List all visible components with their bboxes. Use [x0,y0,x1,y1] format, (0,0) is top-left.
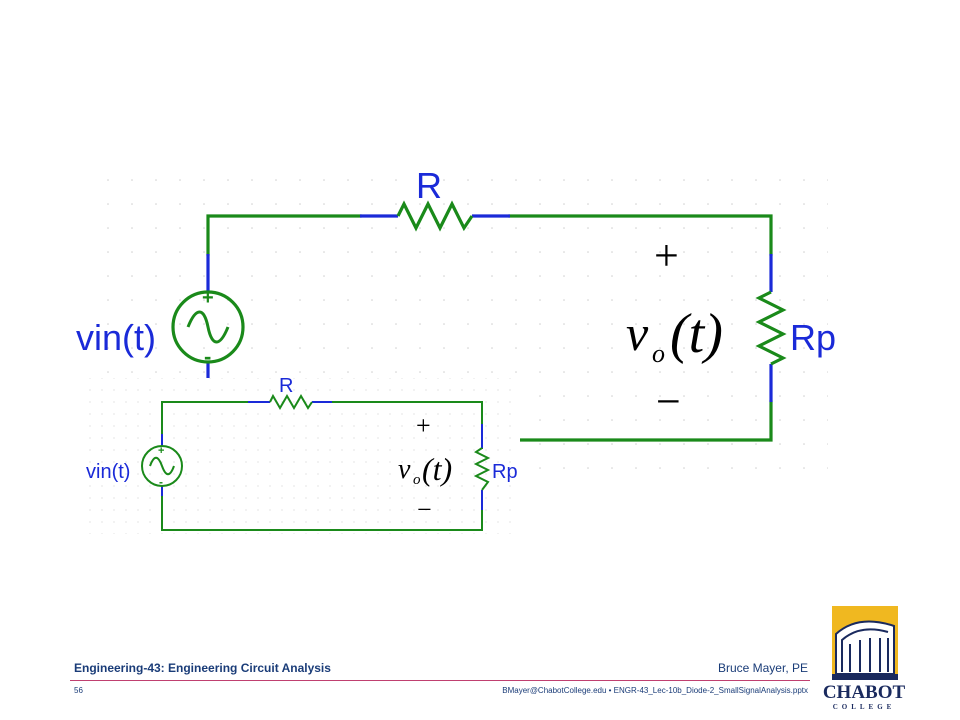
inset-vo-minus: − [417,495,432,524]
inset-terminals [161,401,483,510]
big-ac-source [171,290,245,364]
inset-vo-plus: + [416,411,431,440]
footer-file-info: BMayer@ChabotCollege.edu • ENGR-43_Lec-1… [502,686,808,695]
footer-divider [70,680,810,681]
big-resistor-r [396,200,474,232]
inset-vo-sub: o [413,472,421,488]
chabot-logo-icon [832,606,898,680]
inset-sine-icon [149,456,175,476]
inset-ac-source [141,445,183,487]
big-source-minus: - [204,344,211,369]
inset-grid [82,378,520,534]
big-wire-bottom-right [518,400,773,442]
big-label-r: R [416,165,442,206]
footer-course-title: Engineering-43: Engineering Circuit Anal… [74,661,331,675]
big-vo-minus: − [656,377,681,426]
big-resistor-rp [755,290,787,366]
inset-resistor-rp [473,447,491,491]
big-vo-plus: + [654,231,679,280]
big-vo-arg: (t) [670,303,723,365]
inset-label-rp: Rp [492,461,518,483]
big-sine-icon [186,310,230,344]
logo-wordmark: CHABOT [822,682,906,703]
inset-source-minus: - [159,475,163,489]
inset-source-plus: + [158,445,164,457]
inset-label-vin: vin(t) [86,461,130,483]
big-label-rp: Rp [790,317,836,358]
chabot-college-logo: CHABOT COLLEGE [818,604,910,714]
footer-author: Bruce Mayer, PE [717,661,808,675]
inset-vo-var: v [398,454,411,485]
footer-page-number: 56 [74,686,83,695]
big-label-vin: vin(t) [76,317,156,358]
big-vo-var: v [626,305,649,361]
big-wires [206,214,773,442]
inset-circuit: R Rp vin(t) + - + − v o (t) [82,375,520,534]
big-wire-top-right [508,214,773,256]
big-source-plus: + [202,287,214,309]
inset-vo-arg: (t) [422,451,452,487]
big-vo-sub: o [652,339,665,368]
inset-resistor-r [269,393,313,410]
big-terminals [206,214,773,402]
big-wire-top-left [206,214,362,256]
logo-subtitle: COLLEGE [832,703,896,711]
inset-label-r: R [279,375,293,397]
